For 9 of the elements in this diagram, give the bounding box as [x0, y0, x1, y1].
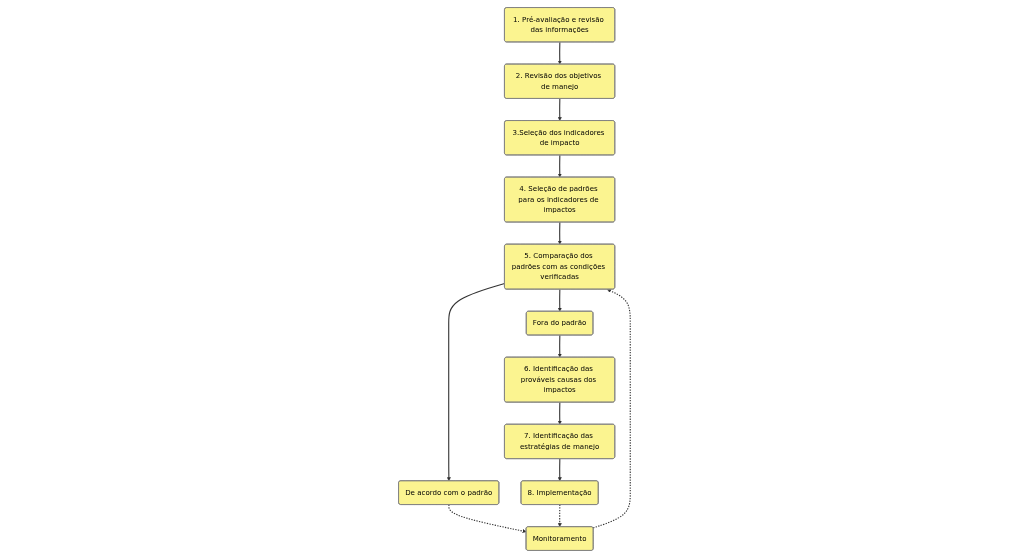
arrow	[446, 282, 505, 481]
arrow	[557, 154, 562, 177]
arrow	[557, 97, 562, 121]
arrow	[557, 401, 562, 425]
arrow	[557, 457, 562, 481]
arrow	[557, 221, 562, 244]
arrow	[557, 288, 562, 312]
arrow	[557, 41, 562, 64]
arrow	[557, 334, 562, 357]
